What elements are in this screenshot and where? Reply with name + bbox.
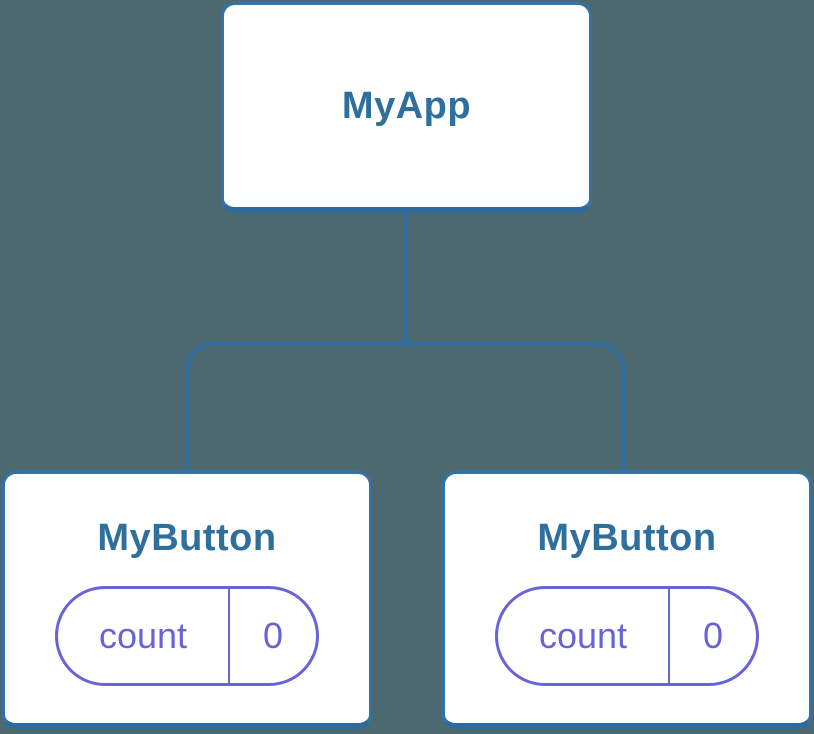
state-key-left: count xyxy=(58,589,230,683)
component-label-child-left: MyButton xyxy=(97,517,277,559)
state-pill-left: count 0 xyxy=(55,586,319,686)
state-key-right: count xyxy=(498,589,670,683)
component-label-root: MyApp xyxy=(341,85,472,127)
component-card-root: MyApp xyxy=(221,2,592,213)
connector-children-bracket xyxy=(185,342,625,474)
component-card-child-left: MyButton count 0 xyxy=(2,471,372,729)
connector-root-stem xyxy=(403,211,407,344)
component-label-child-right: MyButton xyxy=(537,517,717,559)
state-value-right: 0 xyxy=(702,615,724,656)
state-value-left: 0 xyxy=(262,615,284,656)
component-card-child-right: MyButton count 0 xyxy=(442,471,812,729)
state-pill-right: count 0 xyxy=(495,586,759,686)
